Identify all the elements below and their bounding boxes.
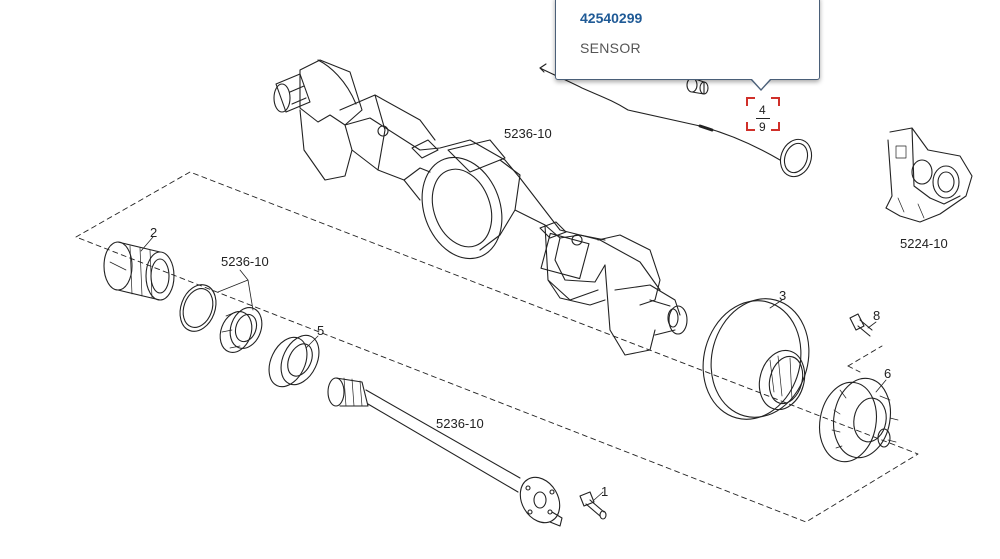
callout-brake-disc[interactable]: 3 xyxy=(779,288,787,303)
leader-bearing xyxy=(140,236,154,252)
leader-screw-1 xyxy=(593,491,604,501)
screw-1-part[interactable] xyxy=(579,491,607,520)
bearing-part[interactable] xyxy=(103,241,175,301)
assembly-frame xyxy=(75,171,919,523)
tooltip-description: SENSOR xyxy=(580,40,641,56)
part-tooltip: 42540299 SENSOR xyxy=(555,0,820,80)
callout-ring-nut[interactable]: 5236-10 xyxy=(221,254,269,269)
selection-corner xyxy=(746,122,755,131)
selected-ref-divider xyxy=(756,118,770,119)
selected-ref-bottom: 9 xyxy=(759,120,766,134)
selected-part-marker[interactable] xyxy=(746,97,780,131)
leader-brake-disc xyxy=(769,299,783,309)
ring-nut-part[interactable] xyxy=(215,303,268,357)
hub-6-part[interactable] xyxy=(813,374,899,467)
sensor-bushing[interactable] xyxy=(686,77,709,95)
tooltip-pointer-fill xyxy=(752,79,770,89)
callout-bearing[interactable]: 2 xyxy=(150,225,158,240)
callout-hub-6[interactable]: 6 xyxy=(884,366,892,381)
seal-part[interactable] xyxy=(262,329,327,392)
brake-disc-part[interactable] xyxy=(690,288,822,431)
leader-hub-6 xyxy=(875,379,887,393)
halfshaft-part[interactable] xyxy=(327,377,568,530)
brake-caliper-part[interactable] xyxy=(885,127,973,223)
callout-bolt-8[interactable]: 8 xyxy=(873,308,881,323)
selection-corner xyxy=(771,122,780,131)
callout-axle-housing[interactable]: 5236-10 xyxy=(504,126,552,141)
callout-brake-caliper[interactable]: 5224-10 xyxy=(900,236,948,251)
leader-ring-nut xyxy=(217,269,254,311)
leader-seal xyxy=(305,335,319,349)
axle-housing[interactable] xyxy=(273,59,688,356)
bolt-8-part[interactable] xyxy=(849,313,873,337)
callout-halfshaft[interactable]: 5236-10 xyxy=(436,416,484,431)
tooltip-part-number[interactable]: 42540299 xyxy=(580,10,643,26)
selection-corner xyxy=(746,97,755,106)
leader-bolt-8 xyxy=(867,321,877,329)
washer-part[interactable] xyxy=(174,280,222,337)
callout-screw-1[interactable]: 1 xyxy=(601,484,609,499)
selection-corner xyxy=(771,97,780,106)
callout-seal[interactable]: 5 xyxy=(317,323,325,338)
selected-ref-top: 4 xyxy=(759,103,766,117)
